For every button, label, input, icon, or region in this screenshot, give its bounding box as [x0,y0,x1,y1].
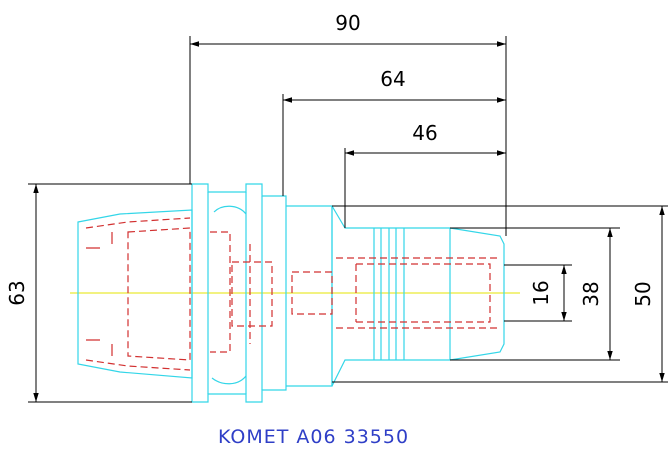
dim-text-overall-length: 90 [335,11,360,35]
dim-text-body-diameter: 50 [631,281,655,306]
dimension-lines [28,36,668,403]
dim-text-mid-length: 64 [380,67,405,91]
dim-text-flange-diameter: 63 [5,280,29,305]
part-number-caption: KOMET A06 33550 [218,426,410,448]
part-outline [77,183,505,403]
dim-text-short-length: 46 [412,121,437,145]
dim-text-clamp-diameter: 38 [579,281,603,306]
dim-text-bore-diameter: 16 [529,280,553,305]
hidden-lines [85,217,500,371]
